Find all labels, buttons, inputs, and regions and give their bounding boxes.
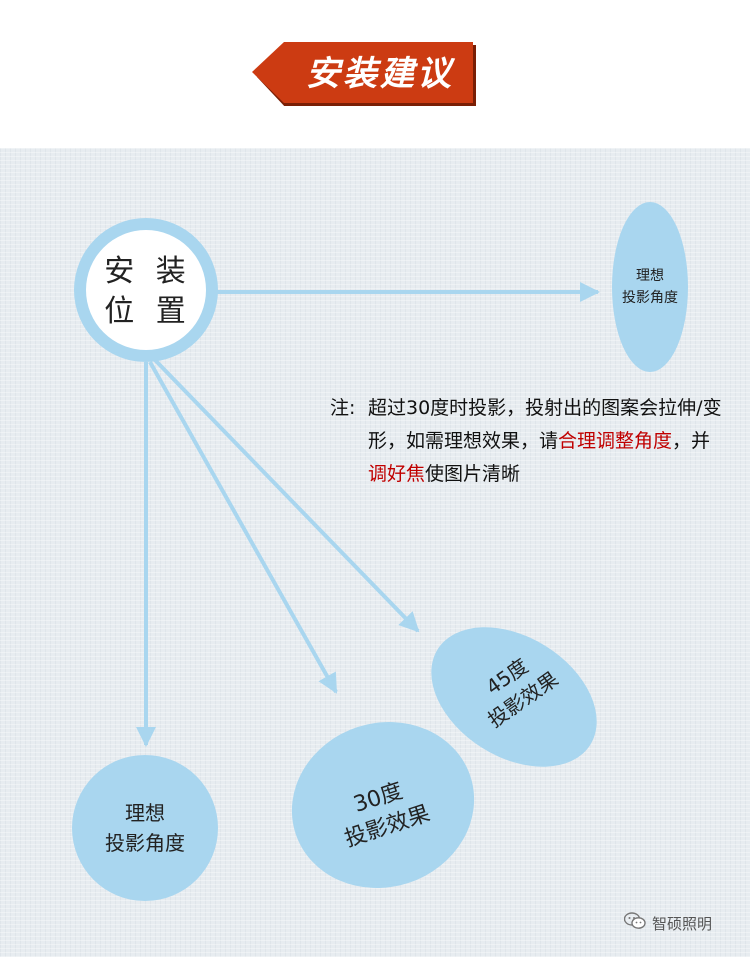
ideal-bottom-label: 理想 投影角度 bbox=[75, 798, 215, 858]
note-body: 超过30度时投影，投射出的图案会拉伸/变形，如需理想效果，请合理调整角度，并调好… bbox=[368, 392, 728, 491]
arrow-to-30deg bbox=[148, 361, 338, 694]
banner-shape bbox=[252, 42, 476, 106]
watermark: 智硕照明 bbox=[623, 912, 713, 937]
ideal-right-node bbox=[612, 202, 688, 372]
note-highlight-1: 合理调整角度 bbox=[558, 430, 673, 452]
ideal-bottom-node bbox=[72, 755, 218, 901]
note-text-1: 超过30度时投影，投射出的图案会拉伸/变形，如需理想效果，请 bbox=[368, 397, 722, 452]
note-text-2: ，并 bbox=[672, 430, 711, 452]
ideal-right-label: 理想 投影角度 bbox=[605, 265, 695, 309]
note-prefix: 注: bbox=[330, 397, 356, 419]
effect-30-node bbox=[291, 721, 475, 889]
section-banner: 安装建议 bbox=[244, 42, 476, 106]
banner-title: 安装建议 bbox=[306, 54, 454, 94]
wechat-icon bbox=[623, 912, 646, 937]
install-position-label: 安 装 位 置 bbox=[104, 254, 192, 329]
ideal-bottom-line2: 投影角度 bbox=[105, 831, 185, 855]
note-highlight-2: 调好焦 bbox=[368, 463, 426, 485]
note-text-3: 使图片清晰 bbox=[425, 463, 521, 485]
effect-45-node bbox=[431, 627, 597, 767]
ideal-bottom-line1: 理想 bbox=[125, 801, 165, 825]
ideal-right-line2: 投影角度 bbox=[622, 290, 678, 306]
arrow-to-45deg bbox=[153, 358, 420, 633]
install-position-inner bbox=[86, 230, 206, 350]
watermark-text: 智硕照明 bbox=[652, 915, 713, 933]
ideal-right-line1: 理想 bbox=[636, 268, 664, 284]
